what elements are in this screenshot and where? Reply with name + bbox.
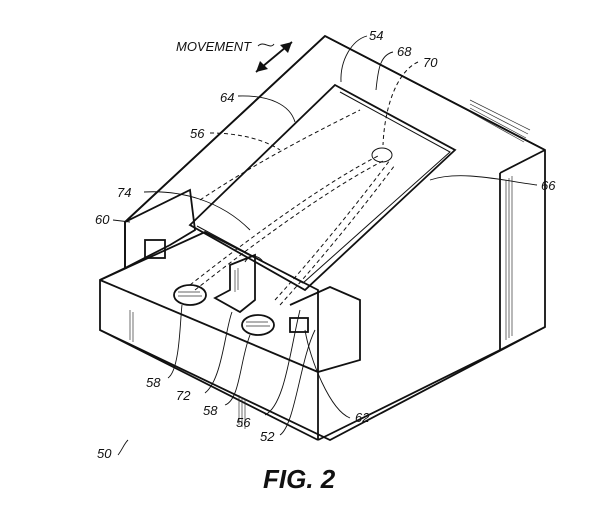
ref-74: 74 — [117, 185, 131, 200]
ref-68: 68 — [397, 44, 412, 59]
housing-block — [99, 34, 546, 442]
screw-right — [241, 314, 275, 336]
bracket — [213, 253, 264, 314]
ref-52: 52 — [260, 429, 275, 444]
shading-hatch — [129, 99, 531, 429]
ref-58-right: 58 — [203, 403, 218, 418]
movement-label: MOVEMENT — [176, 39, 252, 54]
ref-62: 62 — [355, 410, 370, 425]
ref-66: 66 — [541, 178, 556, 193]
figure-title: FIG. 2 — [263, 464, 336, 494]
ref-64: 64 — [220, 90, 234, 105]
movement-arrow-icon — [255, 41, 293, 73]
ref-70: 70 — [423, 55, 438, 70]
ref-58-left: 58 — [146, 375, 161, 390]
ref-72: 72 — [176, 388, 191, 403]
cable-loop — [189, 109, 396, 306]
ref-54: 54 — [369, 28, 383, 43]
ref-56-top: 56 — [190, 126, 205, 141]
ref-56-bottom: 56 — [236, 415, 251, 430]
leader-lines — [112, 35, 538, 456]
ref-60: 60 — [95, 212, 110, 227]
screw-left — [173, 284, 207, 306]
ref-50: 50 — [97, 446, 112, 461]
